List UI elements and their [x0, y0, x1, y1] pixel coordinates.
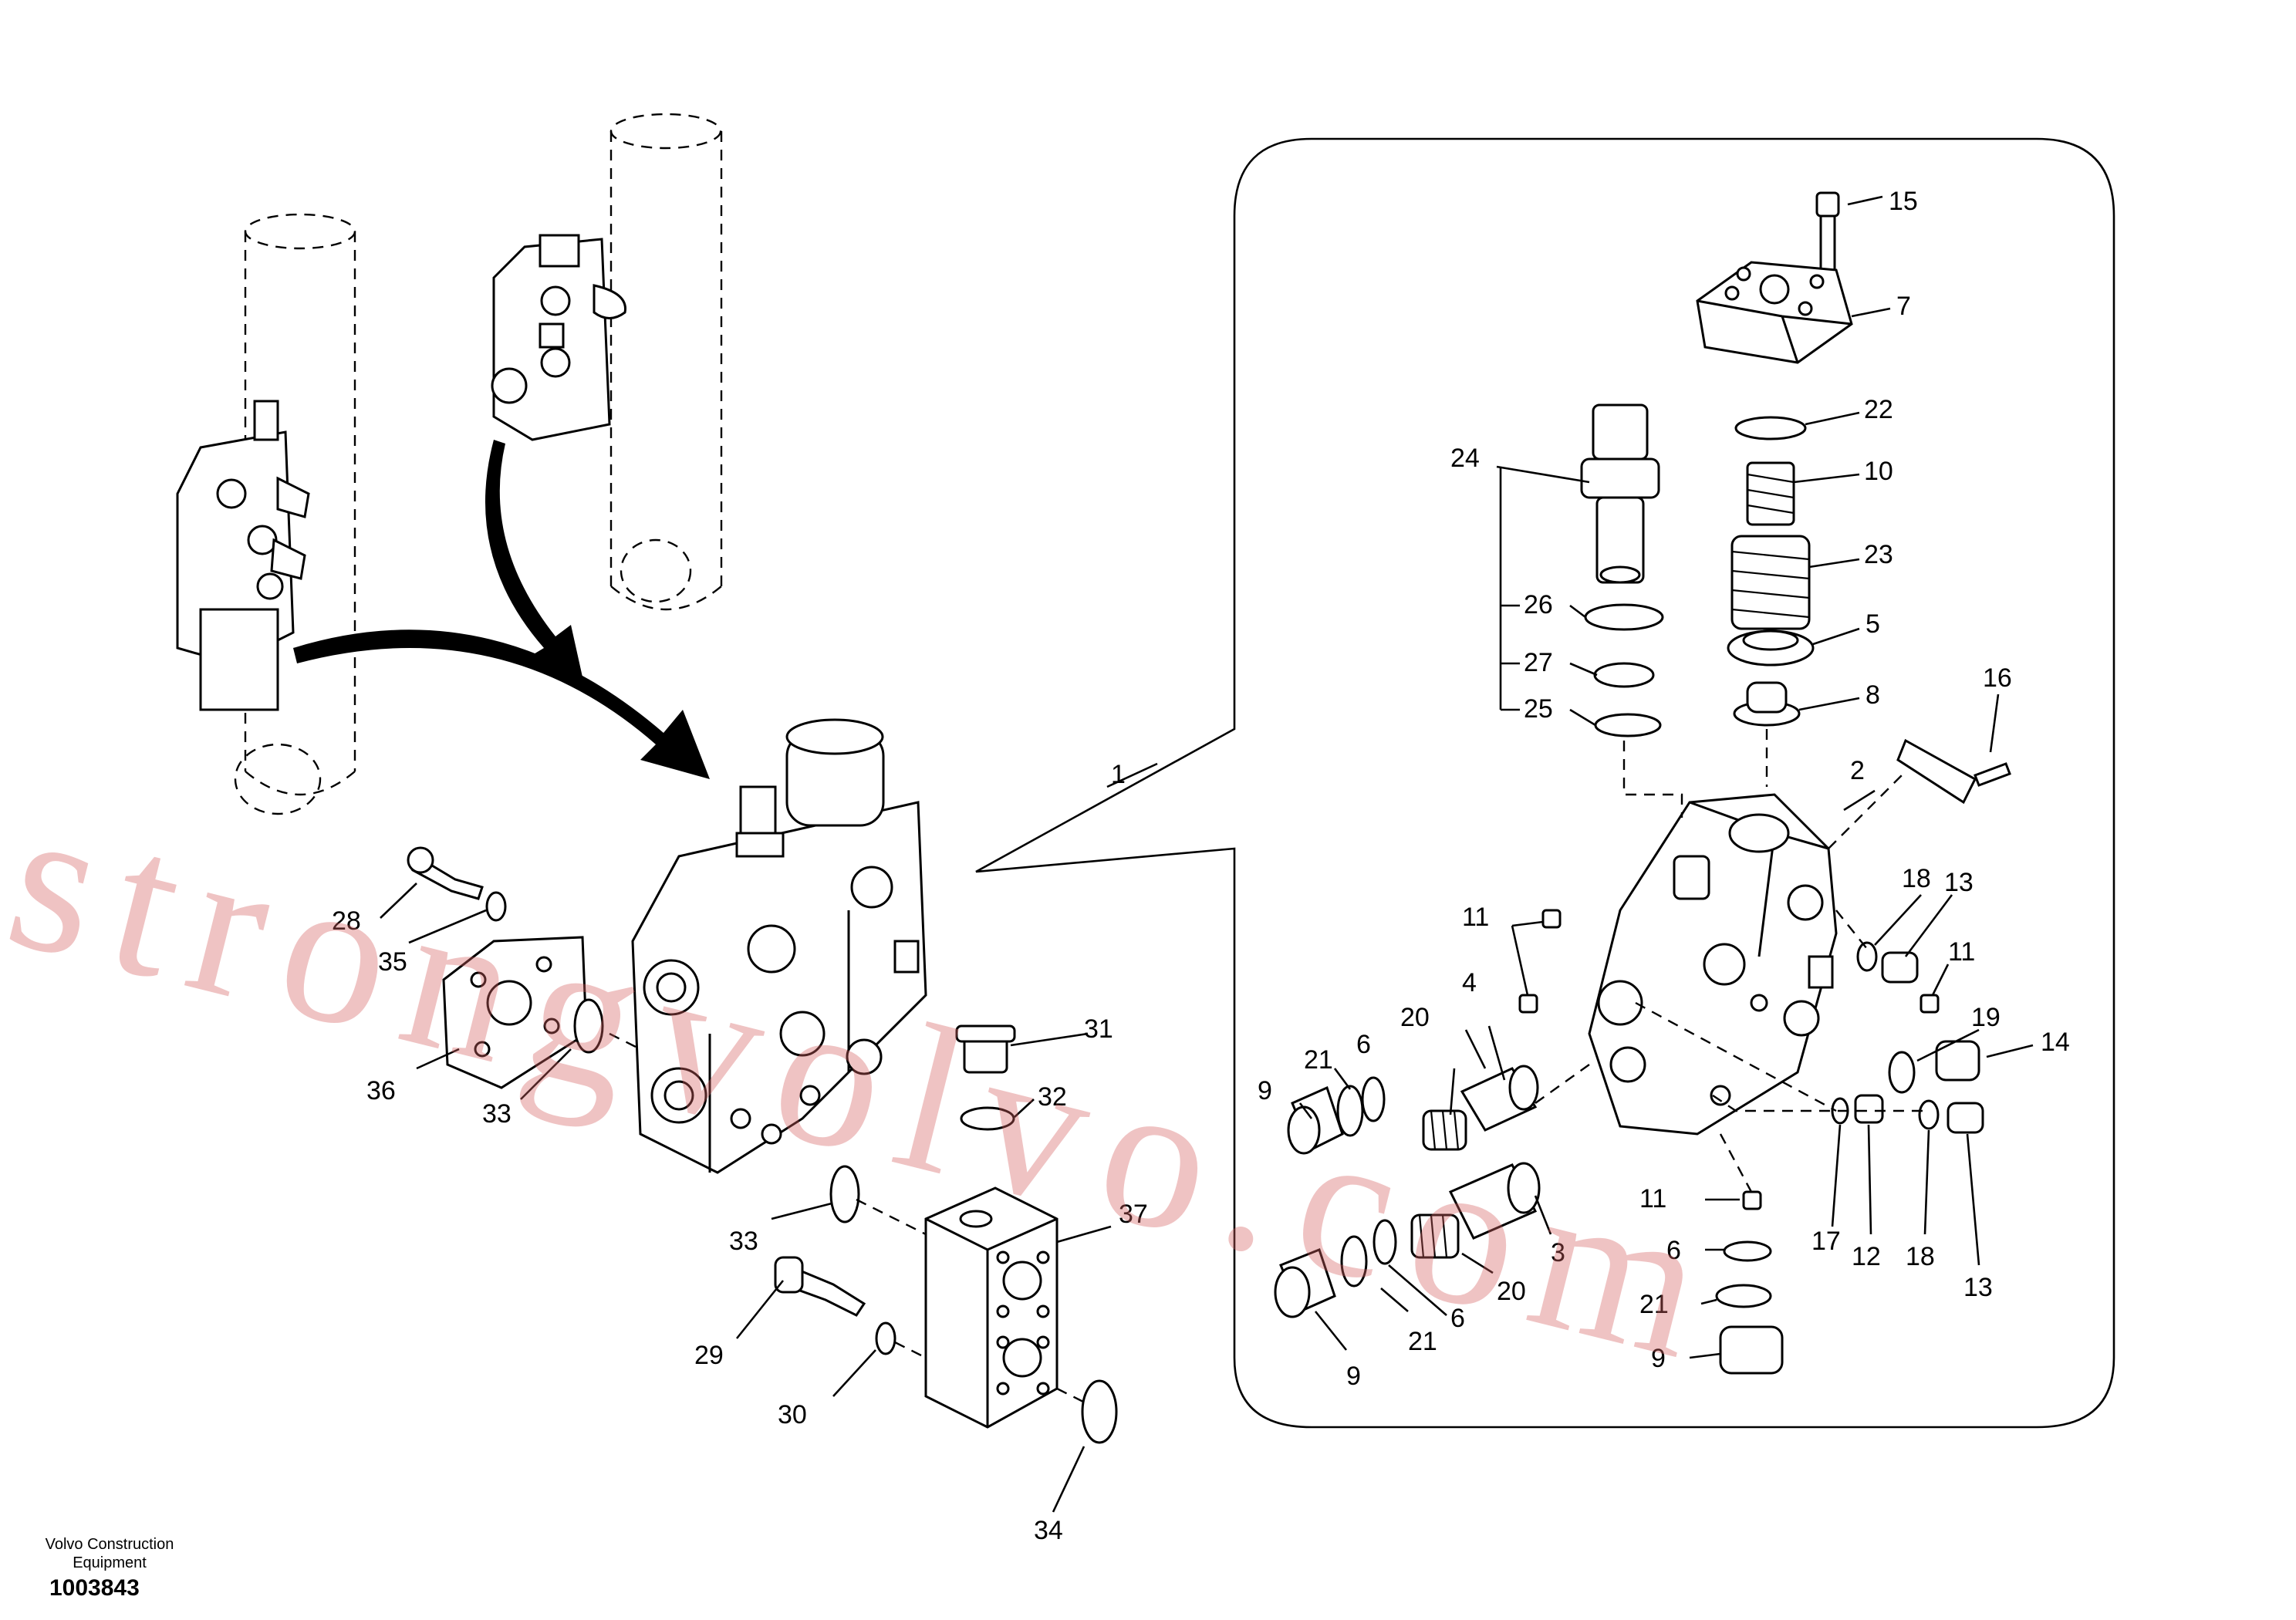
callout-11-b: 11 [1948, 937, 1975, 967]
callout-35: 35 [378, 947, 407, 977]
callout-9-c: 9 [1651, 1344, 1666, 1373]
callout-labels: 1 15 7 22 10 23 5 8 24 26 27 25 16 2 11 … [332, 187, 2070, 1545]
callout-4: 4 [1462, 968, 1477, 997]
callout-27: 27 [1524, 648, 1553, 677]
callout-20-a: 20 [1400, 1003, 1430, 1032]
callout-22: 22 [1864, 395, 1893, 424]
detail-part-2-body [1588, 793, 1838, 1136]
callout-23: 23 [1864, 540, 1893, 569]
detail-part-25-oring [1594, 713, 1662, 737]
callout-26: 26 [1524, 590, 1553, 619]
detail-part-9-plugs [1274, 1085, 1784, 1375]
part-33-oring-lower [829, 1165, 860, 1223]
manufacturer-line-1: Volvo Construction [45, 1536, 174, 1553]
detail-part-20-springs [1410, 1109, 1467, 1259]
callout-9-b: 9 [1346, 1362, 1361, 1391]
callout-33-a: 33 [482, 1099, 512, 1129]
callout-32: 32 [1038, 1082, 1067, 1112]
callout-37: 37 [1119, 1200, 1148, 1229]
part-35-washer [485, 891, 507, 922]
detail-part-5-seat [1727, 629, 1815, 667]
detail-part-3-spool [1448, 1162, 1541, 1240]
callout-3: 3 [1551, 1238, 1565, 1267]
dashed-alignment-detail [1535, 729, 1929, 1193]
callout-6-a: 6 [1356, 1030, 1371, 1059]
callout-25: 25 [1524, 694, 1553, 724]
callout-36: 36 [366, 1076, 396, 1105]
callout-20-b: 20 [1497, 1277, 1526, 1306]
leader-lines [380, 195, 2034, 1513]
detail-part-24-cartridge [1580, 403, 1660, 584]
detail-part-15-bolt [1815, 191, 1840, 279]
part-34-oring [1081, 1379, 1118, 1444]
part-36-flange [442, 936, 588, 1089]
callout-18-b: 18 [1906, 1242, 1935, 1271]
detail-part-8-poppet [1733, 681, 1801, 727]
callout-13-a: 13 [1944, 868, 1974, 897]
detail-part-21-orings [1336, 1085, 1772, 1308]
part-32-oring [960, 1106, 1015, 1131]
callout-13-b: 13 [1963, 1273, 1993, 1302]
callout-12: 12 [1852, 1242, 1881, 1271]
detail-part-23-spring [1730, 535, 1811, 630]
valve-position-right [491, 234, 626, 441]
detail-part-19-oring [1888, 1051, 1916, 1094]
callout-14: 14 [2041, 1028, 2070, 1057]
detail-part-11-plugs [1518, 909, 1940, 1210]
main-valve-body [631, 718, 927, 1174]
part-30-washer [875, 1321, 896, 1355]
callout-19: 19 [1971, 1003, 2001, 1032]
callout-30: 30 [778, 1400, 807, 1429]
assembly-arrows [293, 440, 710, 779]
callout-16: 16 [1983, 663, 2012, 693]
part-37-block [924, 1186, 1059, 1429]
part-28-bolt [407, 846, 484, 900]
part-33-oring-upper [573, 998, 604, 1054]
callout-17: 17 [1811, 1227, 1841, 1256]
manufacturer-line-2: Equipment [73, 1554, 147, 1571]
diagram-id: 1003843 [49, 1575, 140, 1601]
callout-8: 8 [1866, 680, 1880, 710]
callout-29: 29 [694, 1341, 724, 1370]
detail-part-27-ring [1593, 662, 1655, 688]
callout-33-b: 33 [729, 1227, 758, 1256]
manufacturer-label: Volvo Construction Equipment [25, 1535, 194, 1572]
detail-part-4-spool [1460, 1065, 1539, 1132]
callout-5: 5 [1866, 609, 1880, 639]
callout-21-c: 21 [1639, 1290, 1669, 1319]
callout-34: 34 [1034, 1516, 1063, 1545]
arm-context-right [609, 113, 723, 611]
detail-part-18-orings [1856, 941, 1940, 1130]
callout-15: 15 [1889, 187, 1918, 216]
callout-21-a: 21 [1304, 1045, 1333, 1075]
callout-18-a: 18 [1902, 864, 1931, 893]
callout-7: 7 [1896, 292, 1911, 321]
detail-callout-frame [975, 137, 2115, 1429]
callout-10: 10 [1864, 457, 1893, 486]
detail-part-13-plugs [1881, 951, 1984, 1134]
callout-1: 1 [1111, 760, 1126, 789]
callout-21-b: 21 [1408, 1327, 1437, 1356]
callout-31: 31 [1084, 1014, 1113, 1044]
callout-11-a: 11 [1462, 903, 1489, 932]
callout-6-b: 6 [1450, 1304, 1465, 1333]
detail-part-7-cap [1696, 261, 1853, 364]
callout-24: 24 [1450, 444, 1480, 473]
callout-28: 28 [332, 906, 361, 936]
callout-9-a: 9 [1258, 1076, 1272, 1105]
detail-part-12-plug [1854, 1094, 1884, 1124]
detail-part-16-plate [1896, 738, 2011, 805]
valve-position-left [176, 400, 310, 711]
callout-2: 2 [1850, 756, 1865, 785]
callout-11-c: 11 [1639, 1184, 1666, 1213]
detail-part-26-oring [1584, 603, 1664, 631]
detail-part-10-spring [1746, 461, 1795, 526]
dashed-alignment-left [609, 1032, 1089, 1406]
part-31-plug [955, 1024, 1016, 1074]
detail-part-6-orings [1361, 1076, 1772, 1265]
detail-part-22-oring [1734, 416, 1807, 440]
part-29-bolt [774, 1256, 866, 1317]
callout-6-c: 6 [1666, 1236, 1681, 1265]
